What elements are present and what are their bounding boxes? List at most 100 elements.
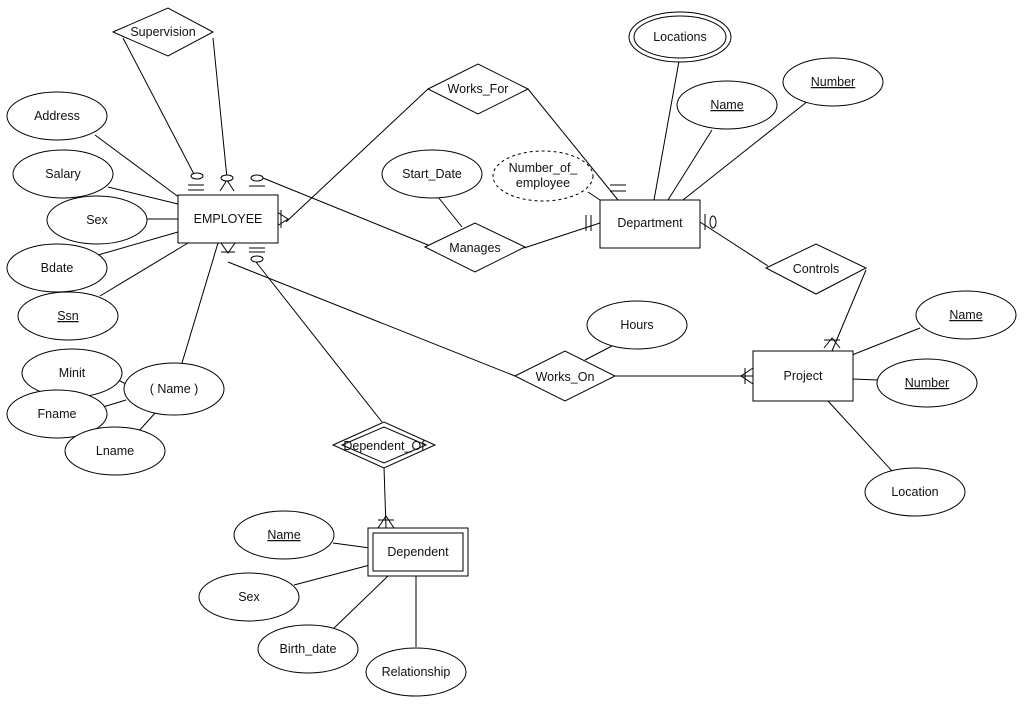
cardinality-many-workson (220, 242, 236, 254)
attribute-department-number-of-employee[interactable]: Number_of_ employee (492, 150, 594, 202)
relationship-works-on-label: Works_On (536, 370, 595, 384)
attribute-employee-ssn-label: Ssn (57, 309, 79, 323)
line-number-of-employee (587, 191, 601, 201)
line-project-location (827, 400, 893, 472)
relationship-dependent-of[interactable]: Dependent_Of (331, 421, 437, 469)
attribute-dependent-birth-date[interactable]: Birth_date (257, 624, 359, 674)
entity-employee-box (177, 194, 279, 244)
attribute-department-number-of-employee-label-1: Number_of_ (509, 161, 579, 175)
line-lname (137, 411, 157, 433)
relationship-dependent-of-label: Dependent_Of (343, 439, 425, 453)
attribute-department-number[interactable]: Number (782, 57, 884, 107)
relationship-works-on-diamond (513, 350, 617, 402)
cardinality-zero-department-controls (709, 215, 717, 229)
relationship-supervision-diamond (111, 7, 215, 57)
attribute-department-locations[interactable]: Locations (628, 11, 732, 63)
line-name (181, 242, 219, 364)
attribute-project-name-label: Name (949, 308, 982, 322)
relationship-manages-label: Manages (449, 241, 500, 255)
cardinality-many-worksfor (276, 210, 289, 228)
attribute-project-location-label: Location (891, 485, 938, 499)
entity-project-label: Project (784, 369, 823, 383)
relationship-dependent-of-diamond-inner (340, 426, 428, 464)
line-bdate (97, 231, 179, 256)
cardinality-many-project-controls (823, 337, 841, 349)
entity-project[interactable]: Project (752, 350, 854, 402)
entity-dependent-label: Dependent (387, 545, 449, 559)
attribute-dependent-relationship-label: Relationship (382, 665, 451, 679)
relationship-works-for-diamond (426, 63, 530, 115)
line-worksfor-employee (285, 88, 429, 223)
line-hours (584, 345, 613, 361)
attribute-employee-sex-label: Sex (86, 213, 108, 227)
attribute-works-on-hours-label: Hours (620, 318, 653, 332)
relationship-works-on[interactable]: Works_On (513, 350, 617, 402)
attribute-employee-sex[interactable]: Sex (46, 195, 148, 245)
line-address (94, 134, 181, 199)
attribute-department-number-label: Number (811, 75, 855, 89)
attribute-dependent-name-label: Name (267, 528, 300, 542)
attribute-dependent-relationship[interactable]: Relationship (365, 647, 467, 697)
entity-dependent[interactable]: Dependent (367, 527, 469, 577)
relationship-manages-diamond (423, 222, 527, 273)
line-workson-employee (227, 261, 516, 377)
line-dep-birthdate (331, 575, 389, 631)
relationship-supervision[interactable]: Supervision (111, 7, 215, 57)
relationship-works-for[interactable]: Works_For (426, 63, 530, 115)
attribute-department-number-of-employee-label-2: employee (516, 176, 570, 190)
entity-employee[interactable]: EMPLOYEE (177, 194, 279, 244)
line-supervision-left (122, 37, 197, 179)
relationship-manages[interactable]: Manages (423, 222, 527, 273)
line-project-number (851, 378, 879, 381)
line-ssn (99, 242, 189, 297)
line-fname (102, 399, 127, 408)
entity-dependent-box-inner (372, 532, 464, 572)
line-manages-employee (257, 175, 429, 246)
line-dept-name (667, 129, 713, 201)
cardinality-one-department-manages (585, 215, 592, 231)
attribute-dependent-birth-date-label: Birth_date (280, 642, 337, 656)
attribute-department-name[interactable]: Name (676, 80, 778, 130)
attribute-employee-name[interactable]: ( Name ) (123, 362, 225, 416)
attribute-manages-start-date[interactable]: Start_Date (381, 149, 483, 199)
attribute-department-name-label: Name (710, 98, 743, 112)
attribute-employee-fname[interactable]: Fname (6, 389, 108, 439)
attribute-employee-lname[interactable]: Lname (64, 426, 166, 476)
attribute-employee-address-label: Address (34, 109, 80, 123)
cardinality-many-project-workson (740, 367, 754, 385)
cardinality-one-dependentof (249, 247, 265, 253)
attribute-dependent-sex[interactable]: Sex (198, 572, 300, 622)
attribute-manages-start-date-label: Start_Date (402, 167, 462, 181)
line-controls-department (699, 221, 769, 267)
attribute-employee-ssn[interactable]: Ssn (17, 291, 119, 341)
attribute-project-location[interactable]: Location (864, 467, 966, 517)
attribute-employee-minit[interactable]: Minit (21, 348, 123, 398)
attribute-department-locations-label: Locations (653, 30, 707, 44)
relationship-controls-label: Controls (793, 262, 840, 276)
connector-lines (94, 37, 921, 647)
attribute-employee-salary[interactable]: Salary (12, 149, 114, 199)
relationship-controls[interactable]: Controls (764, 243, 868, 295)
cardinality-marks (188, 172, 841, 529)
cardinality-zero-supervision (190, 172, 204, 180)
attribute-employee-minit-label: Minit (59, 366, 86, 380)
line-dep-sex (293, 564, 371, 586)
entity-department[interactable]: Department (599, 199, 701, 249)
line-locations (653, 60, 680, 201)
line-dept-number (682, 100, 809, 201)
attribute-project-number-label: Number (905, 376, 949, 390)
relationship-works-for-label: Works_For (448, 82, 509, 96)
attribute-dependent-name[interactable]: Name (233, 510, 335, 560)
cardinality-one-department-worksfor (610, 184, 626, 192)
attribute-works-on-hours[interactable]: Hours (586, 300, 688, 350)
attribute-project-number[interactable]: Number (876, 358, 978, 408)
entity-employee-label: EMPLOYEE (194, 212, 263, 226)
attribute-employee-address[interactable]: Address (6, 91, 108, 141)
line-worksfor-department (527, 88, 619, 201)
attribute-project-name[interactable]: Name (915, 290, 1017, 340)
line-manages-department (523, 222, 601, 249)
attribute-employee-bdate-label: Bdate (41, 261, 74, 275)
attribute-employee-lname-label: Lname (96, 444, 134, 458)
attribute-employee-bdate[interactable]: Bdate (6, 243, 108, 293)
